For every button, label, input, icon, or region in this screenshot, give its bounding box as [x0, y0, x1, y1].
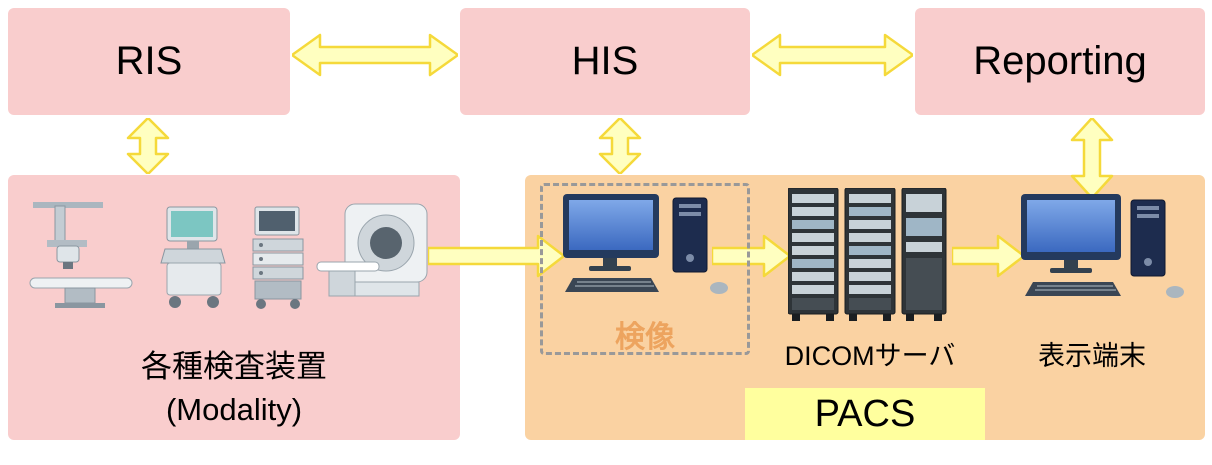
xray-machine-icon — [29, 202, 133, 308]
dicom-server-label: DICOMサーバ — [784, 341, 956, 371]
display-terminal-icon — [1021, 194, 1184, 298]
arrow-dicom-terminal-icon — [952, 234, 1024, 278]
his-label: HIS — [571, 39, 639, 83]
kensho-dashed-box — [540, 183, 750, 355]
ris-label: RIS — [115, 39, 183, 83]
modality-label-line1: 各種検査装置 — [141, 349, 327, 384]
modality-label: 各種検査装置 (Modality) — [8, 345, 460, 432]
modality-label-line2: (Modality) — [165, 392, 303, 428]
ris-box: RIS — [8, 8, 290, 115]
arrow-ris-his-icon — [292, 33, 458, 77]
arrow-his-kensho-icon — [598, 118, 642, 174]
pacs-label: PACS — [814, 392, 916, 435]
arrow-reporting-terminal-icon — [1070, 118, 1114, 198]
arrow-kensho-dicom-icon — [712, 234, 790, 278]
kensho-label: 検像 — [615, 321, 675, 354]
display-terminal-label: 表示端末 — [1038, 341, 1146, 371]
endoscopy-cart-icon — [252, 206, 304, 309]
ct-scanner-icon — [316, 203, 428, 297]
his-box: HIS — [460, 8, 750, 115]
pacs-label-box: PACS — [745, 388, 985, 440]
reporting-label: Reporting — [973, 39, 1147, 83]
arrow-modality-kensho-icon — [428, 234, 564, 278]
ultrasound-machine-icon — [160, 206, 226, 308]
reporting-box: Reporting — [915, 8, 1205, 115]
arrow-ris-modality-icon — [126, 118, 170, 174]
server-rack-icon — [788, 188, 947, 321]
workstation-icon — [563, 194, 728, 294]
arrow-his-reporting-icon — [752, 33, 913, 77]
